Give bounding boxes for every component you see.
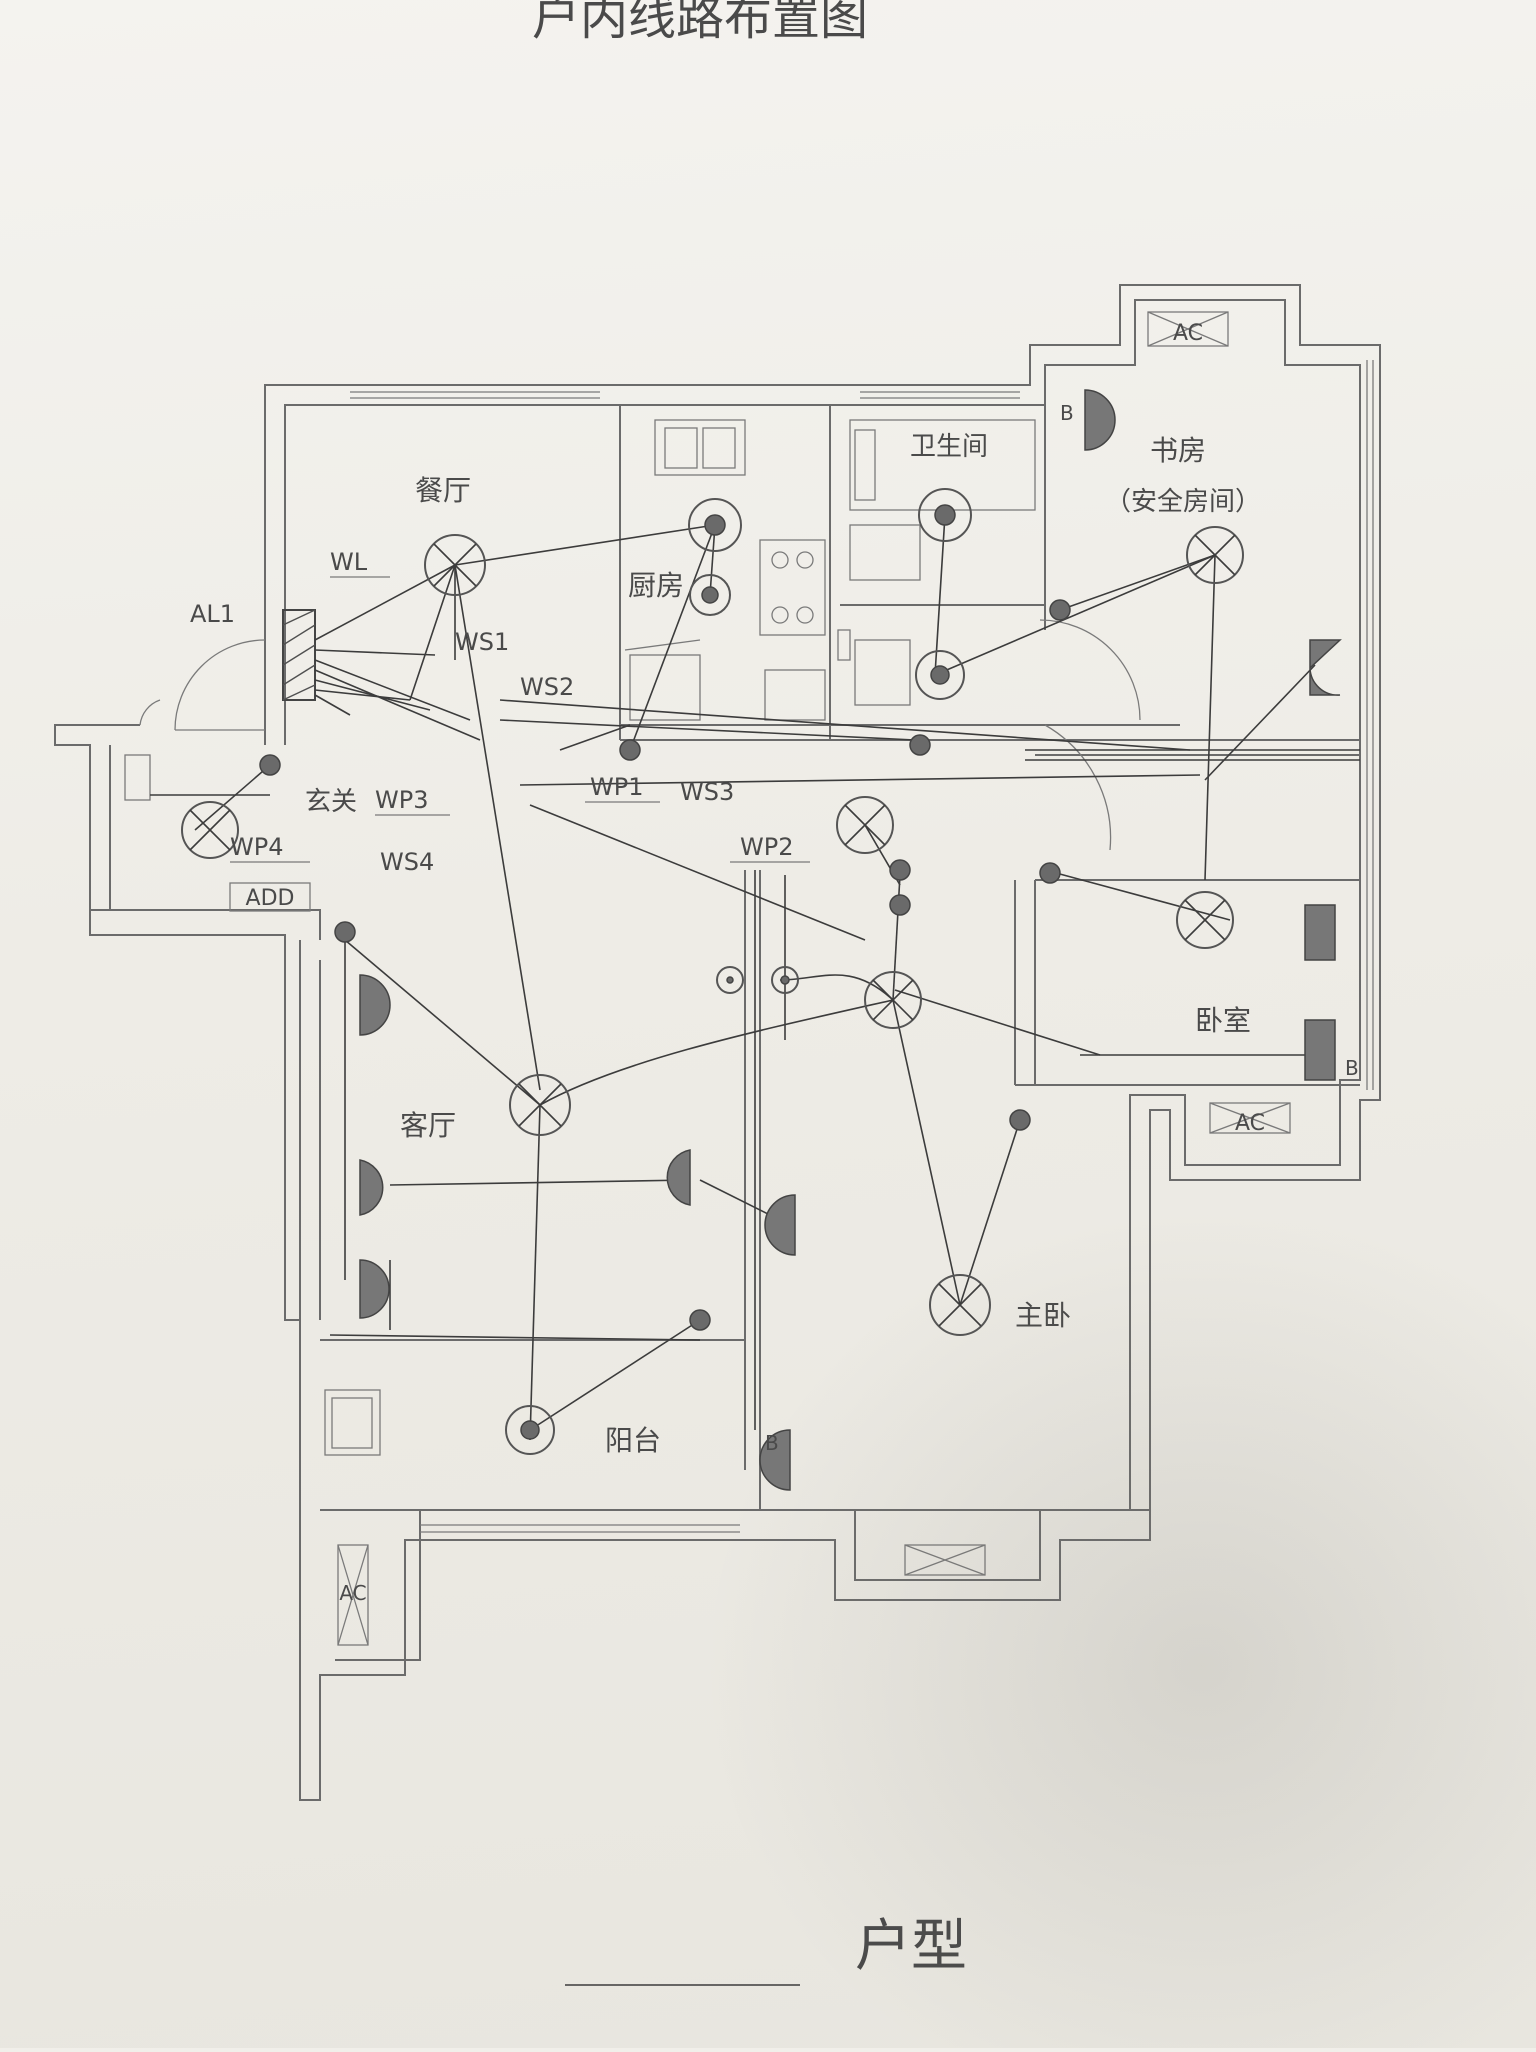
socket-tag-study: B (1060, 401, 1074, 425)
room-kitchen: 厨房 (628, 569, 684, 602)
switches (259, 599, 1071, 1331)
room-master: 主卧 (1015, 1299, 1071, 1332)
circuit-wp2: WP2 (740, 833, 793, 861)
doors (139, 619, 1141, 851)
ac-label-balcony: AC (339, 1581, 366, 1605)
room-living: 客厅 (400, 1109, 456, 1142)
kitchen-fixtures (624, 419, 826, 721)
room-bathroom: 卫生间 (910, 432, 988, 462)
circuit-ws4: WS4 (380, 848, 434, 876)
room-dining: 餐厅 (415, 474, 471, 507)
lamp-master (929, 1274, 991, 1336)
circuit-labels: WL WS1 WS2 WP1 WS3 WP2 WP3 WP4 WS4 (230, 548, 810, 876)
circuit-wp3: WP3 (375, 786, 428, 814)
windows (350, 360, 1374, 1533)
room-balcony: 阳台 (605, 1424, 661, 1457)
sealed-lamps (505, 488, 972, 1455)
ac-units: AC AC AC (337, 311, 1291, 1646)
drawing-title: 户内线路布置图 (532, 0, 868, 46)
room-labels: 餐厅 厨房 卫生间 书房 （安全房间） 玄关 客厅 卧室 主卧 阳台 (305, 432, 1261, 1457)
circuit-wp1: WP1 (590, 773, 643, 801)
distribution-panel: AL1 (190, 600, 316, 701)
lamp-living (509, 1074, 571, 1136)
circuit-wl: WL (330, 548, 368, 576)
add-box-label: ADD (246, 886, 295, 911)
ceiling-lamps (181, 526, 1244, 1336)
ac-label-study: AC (1173, 321, 1203, 346)
lamp-study (1186, 526, 1244, 584)
lamp-bedroom (1176, 891, 1234, 949)
outer-walls (54, 284, 1381, 1801)
room-foyer: 玄关 (305, 787, 357, 817)
lamp-foyer (181, 801, 239, 859)
lamp-corridor (864, 971, 922, 1029)
room-study: 书房 (1150, 434, 1206, 467)
room-bedroom: 卧室 (1195, 1004, 1251, 1037)
circuit-wp4: WP4 (230, 833, 283, 861)
wall-sockets (359, 389, 1342, 1491)
circuit-ws3: WS3 (680, 778, 734, 806)
circuit-ws2: WS2 (520, 673, 574, 701)
socket-tag-master: B (765, 1431, 779, 1455)
add-box (229, 882, 311, 912)
footer-caption: 户型 (855, 1914, 967, 1979)
paper-shadow (700, 1200, 1536, 2048)
socket-tag-bedroom: B (1345, 1056, 1359, 1080)
circuit-ws1: WS1 (455, 628, 509, 656)
foyer-box (124, 754, 151, 801)
ac-label-bedroom: AC (1235, 1111, 1265, 1136)
panel-label: AL1 (190, 600, 235, 628)
lamp-dining (424, 534, 486, 596)
balcony-fixture (324, 1389, 381, 1456)
lamp-hall (836, 796, 894, 854)
room-study-note: （安全房间） (1105, 487, 1261, 517)
